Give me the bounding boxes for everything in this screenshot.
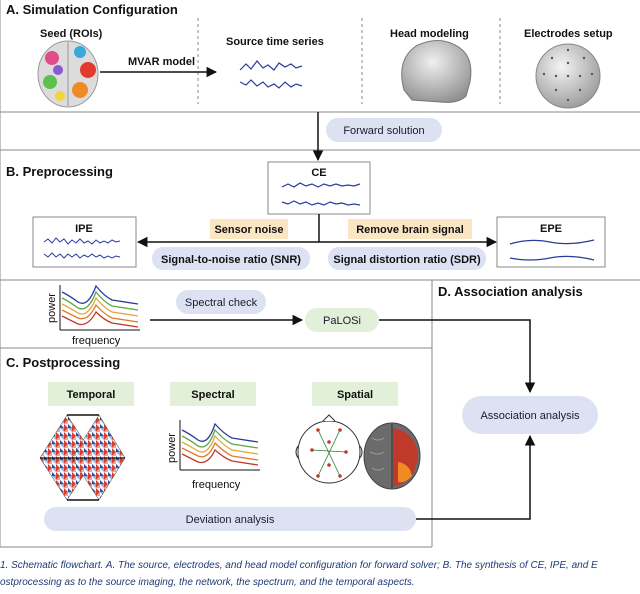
spatial-tag xyxy=(312,382,398,406)
remove-brain-tag xyxy=(348,219,472,239)
epe-signal xyxy=(509,239,595,261)
section-frames xyxy=(0,0,640,548)
section-c-title: C. Postprocessing xyxy=(6,355,120,370)
palosi-arrow xyxy=(379,319,536,394)
ipe-box xyxy=(32,216,137,268)
caption-line-2: ostprocessing as to the source imaging, … xyxy=(0,577,415,588)
section-a-title: A. Simulation Configuration xyxy=(6,2,178,17)
source-time-series xyxy=(239,60,303,89)
temporal-label: Temporal xyxy=(67,389,116,401)
association-analysis-pill xyxy=(462,396,598,434)
ce-signal xyxy=(281,182,361,206)
forward-solution-label: Forward solution xyxy=(343,125,424,137)
spectral-check-x-axis: frequency xyxy=(72,335,121,347)
section-d-title: D. Association analysis xyxy=(438,284,583,299)
post-spectral-x-axis: frequency xyxy=(192,479,241,491)
deviation-arrow xyxy=(416,434,536,520)
spectral-check-label: Spectral check xyxy=(185,297,258,309)
mvar-label: MVAR model xyxy=(128,56,195,68)
spectral-check-pill xyxy=(176,290,266,314)
seed-label: Seed (ROIs) xyxy=(40,28,103,40)
sensor-noise-tag xyxy=(210,219,288,239)
snr-pill xyxy=(152,247,310,270)
association-analysis-label: Association analysis xyxy=(480,410,580,422)
remove-brain-label: Remove brain signal xyxy=(356,224,464,236)
post-spectral-y-axis: power xyxy=(166,433,178,463)
section-b-title: B. Preprocessing xyxy=(6,164,113,179)
sdr-label: Signal distortion ratio (SDR) xyxy=(333,254,481,266)
ce-label: CE xyxy=(311,167,326,179)
electrode-sphere-icon xyxy=(535,43,601,109)
palosi-label: PaLOSi xyxy=(323,315,361,327)
postprocessing-spectral-plot xyxy=(179,420,260,471)
brain-icon xyxy=(37,40,99,108)
sdr-pill xyxy=(328,247,486,270)
brain-surface-icon xyxy=(363,422,421,490)
head-model-icon xyxy=(401,40,472,103)
spectral-check-plot xyxy=(59,284,140,331)
caption-line-1: 1. Schematic flowchart. A. The source, e… xyxy=(0,560,598,571)
deviation-analysis-pill xyxy=(44,507,416,531)
eeg-topomap-icon xyxy=(295,414,363,484)
source-ts-label: Source time series xyxy=(226,36,324,48)
sensor-noise-label: Sensor noise xyxy=(214,224,283,236)
palosi-pill xyxy=(305,308,379,332)
spectral-label: Spectral xyxy=(191,389,234,401)
temporal-tag xyxy=(48,382,134,406)
spectral-check-y-axis: power xyxy=(46,293,58,323)
ipe-label: IPE xyxy=(75,223,93,235)
time-matrix-icon xyxy=(39,414,126,501)
head-label: Head modeling xyxy=(390,28,469,40)
forward-solution-pill xyxy=(326,118,442,142)
ipe-signal xyxy=(43,237,121,259)
deviation-analysis-label: Deviation analysis xyxy=(186,514,275,526)
epe-label: EPE xyxy=(540,223,562,235)
spectral-tag xyxy=(170,382,256,406)
snr-label: Signal-to-noise ratio (SNR) xyxy=(161,254,301,266)
spatial-label: Spatial xyxy=(337,389,373,401)
electrodes-label: Electrodes setup xyxy=(524,28,613,40)
